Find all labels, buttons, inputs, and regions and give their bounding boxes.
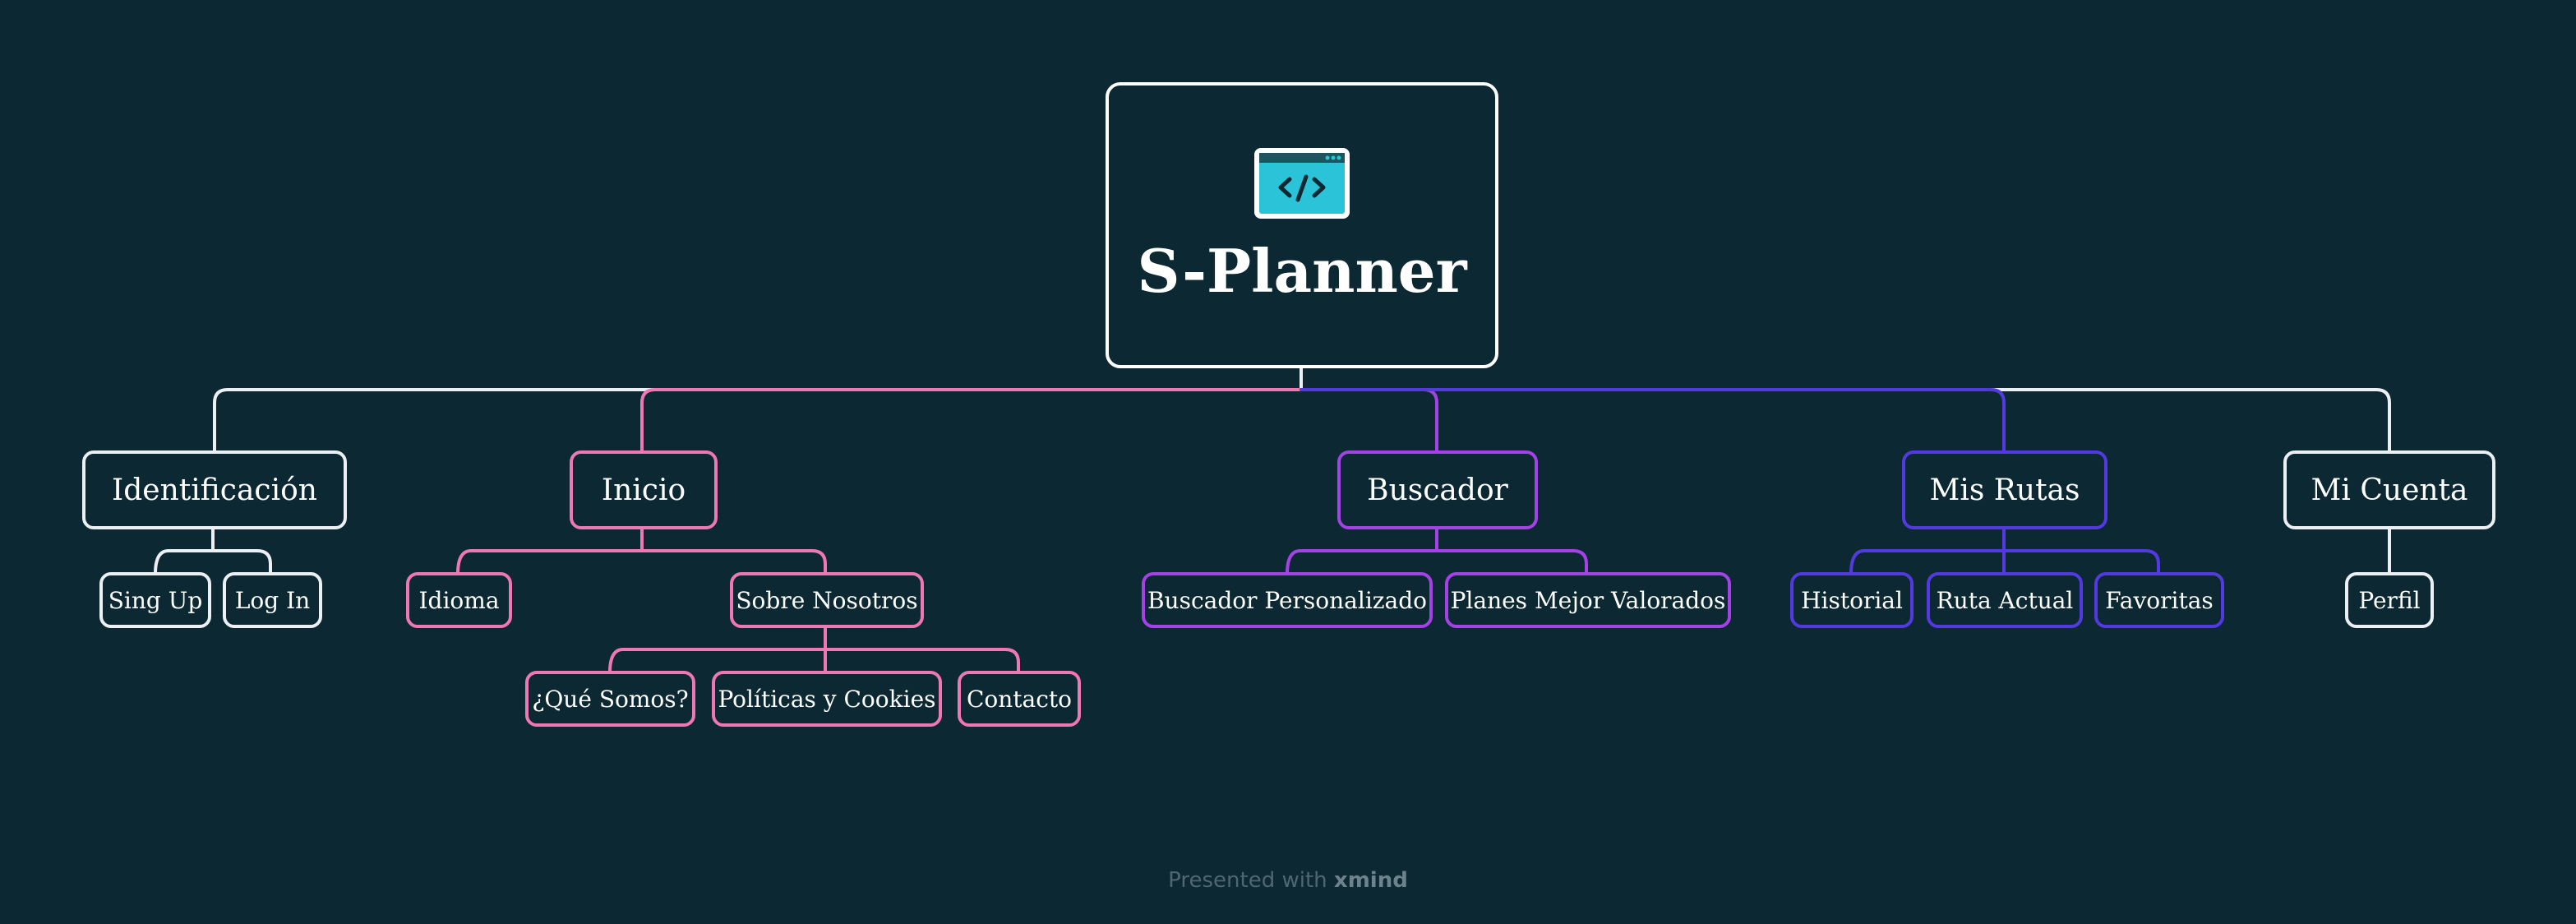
root-topic[interactable]: S-Planner [1106,82,1498,368]
subtopic-favoritas[interactable]: Favoritas [2094,572,2224,628]
subtopic-perfil[interactable]: Perfil [2345,572,2434,628]
subtopic-sobre-nosotros[interactable]: Sobre Nosotros [730,572,924,628]
subtopic-que-somos[interactable]: ¿Qué Somos? [525,671,695,727]
subtopic-politicas-cookies[interactable]: Políticas y Cookies [712,671,942,727]
subtopic-buscador-personalizado[interactable]: Buscador Personalizado [1142,572,1433,628]
topic-inicio[interactable]: Inicio [570,450,718,529]
subtopic-ruta-actual[interactable]: Ruta Actual [1927,572,2083,628]
topic-identificacion[interactable]: Identificación [82,450,347,529]
code-window-icon [1254,147,1350,219]
subtopic-log-in[interactable]: Log In [223,572,322,628]
topic-buscador[interactable]: Buscador [1337,450,1538,529]
subtopic-historial[interactable]: Historial [1790,572,1914,628]
topic-mis-rutas[interactable]: Mis Rutas [1902,450,2107,529]
subtopic-planes-mejor-valorados[interactable]: Planes Mejor Valorados [1445,572,1731,628]
xmind-brand: xmind [1333,868,1408,893]
subtopic-sing-up[interactable]: Sing Up [99,572,211,628]
subtopic-contacto[interactable]: Contacto [958,671,1081,727]
footer-prefix: Presented with [1168,868,1327,893]
topic-mi-cuenta[interactable]: Mi Cuenta [2283,450,2495,529]
root-title: S-Planner [1137,235,1467,306]
subtopic-idioma[interactable]: Idioma [406,572,512,628]
presented-with-footer: Presented with xmind [0,868,2576,893]
